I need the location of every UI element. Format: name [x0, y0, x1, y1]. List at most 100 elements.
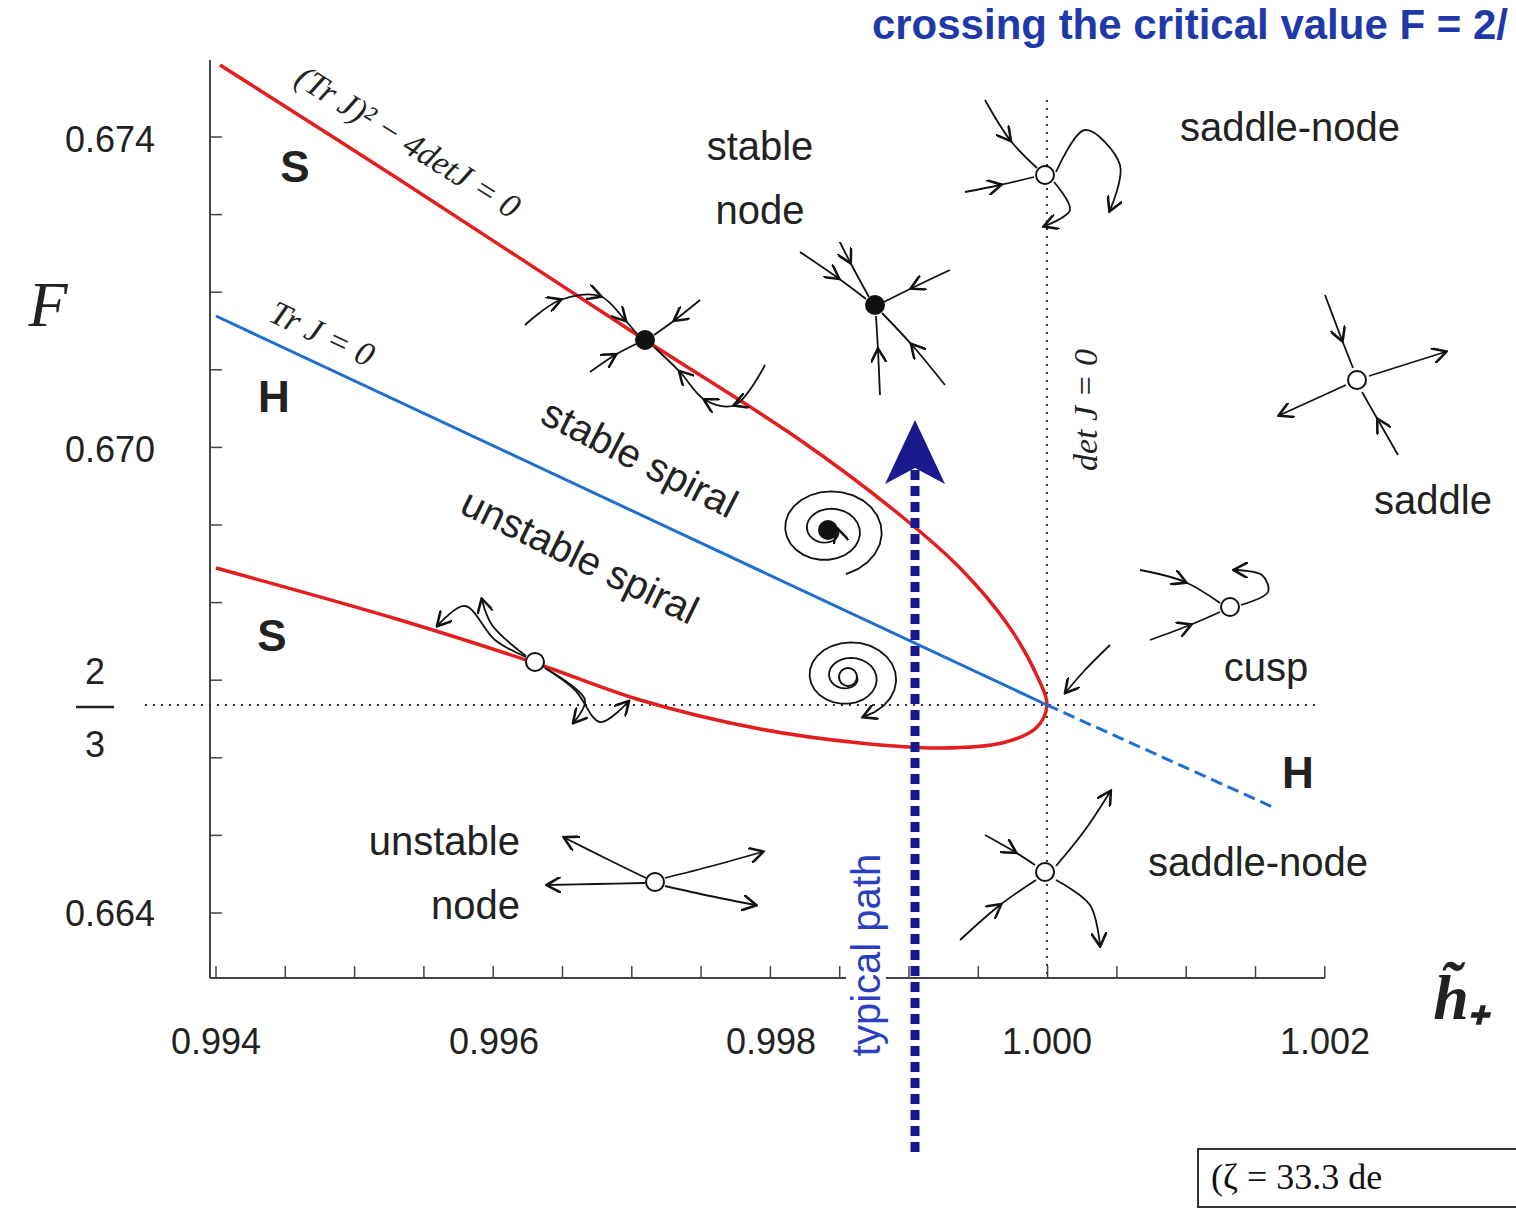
fixed-point	[1036, 166, 1054, 184]
x-axis	[210, 977, 1325, 979]
x-tick	[354, 966, 356, 978]
y-tick	[210, 524, 222, 526]
spiral-trajectory	[810, 642, 897, 716]
trajectory	[1325, 295, 1353, 368]
parameter-text: (ζ = 33.3 de	[1211, 1158, 1382, 1198]
y-tick	[210, 602, 222, 604]
trajectory	[482, 600, 526, 656]
x-tick	[1116, 966, 1118, 978]
trajectory	[545, 668, 628, 722]
fixed-point	[866, 296, 884, 314]
x-tick	[978, 966, 980, 978]
y-tick	[210, 447, 222, 449]
x-tick	[770, 966, 772, 978]
trajectory	[1369, 352, 1445, 376]
tick-label: 0.994	[171, 1024, 261, 1060]
axis-label: h̃₊	[1433, 966, 1491, 1030]
x-tick	[631, 966, 633, 978]
tick-label: 0.670	[65, 432, 155, 468]
trajectory	[800, 252, 866, 299]
trajectory	[654, 347, 765, 406]
curve-equation: det J = 0	[1069, 349, 1103, 471]
fixed-point	[526, 653, 544, 671]
x-tick	[423, 966, 425, 978]
region-label: saddle-node	[1148, 842, 1368, 882]
y-tick	[210, 214, 222, 216]
region-label: saddle	[1374, 480, 1492, 520]
tick-label: 0.998	[726, 1024, 816, 1060]
curve-equation: (Tr J)² − 4detJ = 0	[290, 59, 526, 224]
fixed-point	[819, 521, 837, 539]
region-label: unstable spiral	[455, 481, 704, 630]
tick-label: 2	[85, 654, 105, 690]
trajectory	[884, 270, 950, 302]
x-tick	[1255, 966, 1257, 978]
axes	[76, 60, 1325, 978]
y-tick	[210, 757, 222, 759]
critical-f-guide	[145, 704, 1320, 706]
region-label: cusp	[1224, 647, 1309, 687]
curve-equation: Tr J = 0	[265, 295, 380, 373]
y-tick	[210, 679, 222, 681]
x-tick	[285, 966, 287, 978]
trajectory	[1235, 570, 1269, 605]
discriminant-curve	[216, 65, 1047, 748]
trajectory	[525, 294, 637, 334]
fixed-point	[839, 668, 857, 686]
trajectory	[654, 300, 700, 335]
hopf-line-dashed	[1047, 705, 1275, 808]
fixed-point	[646, 873, 664, 891]
y-tick	[210, 136, 222, 138]
trajectory	[590, 344, 636, 372]
y-axis	[209, 60, 211, 978]
trajectory	[1056, 792, 1110, 866]
x-tick	[1185, 966, 1187, 978]
fraction-bar	[76, 706, 114, 709]
title: crossing the critical value F = 2/	[872, 2, 1508, 48]
det-zero-guide	[1046, 100, 1048, 978]
trajectory	[1362, 392, 1398, 455]
x-tick	[908, 966, 910, 978]
trajectory	[985, 100, 1037, 168]
y-tick	[210, 835, 222, 837]
trajectory	[665, 886, 755, 905]
x-tick	[1324, 966, 1326, 978]
trajectory	[965, 177, 1034, 192]
tick-label: 1.000	[1002, 1024, 1092, 1060]
trajectory	[548, 883, 645, 885]
curve-letter: H	[1282, 751, 1314, 795]
x-tick	[492, 966, 494, 978]
x-tick	[700, 966, 702, 978]
tick-label: 1.002	[1280, 1024, 1370, 1060]
phase-sketches	[438, 100, 1445, 945]
typical-path-line	[911, 470, 920, 1152]
trajectory	[438, 606, 526, 657]
hopf-line	[216, 316, 1047, 705]
region-label: saddle-node	[1180, 107, 1400, 147]
trajectory	[1140, 570, 1220, 603]
trajectory	[1280, 385, 1346, 415]
trajectory	[665, 852, 762, 878]
region-label: stable node	[660, 114, 860, 242]
trajectory	[565, 838, 646, 878]
tick-label: 0.664	[65, 896, 155, 932]
tick-label: 0.996	[449, 1024, 539, 1060]
spiral-trajectory	[785, 491, 881, 574]
trajectory	[1045, 182, 1070, 226]
trajectory	[545, 668, 585, 722]
x-tick	[839, 966, 841, 978]
fixed-point	[1036, 863, 1054, 881]
y-tick	[210, 291, 222, 293]
curve-letter: S	[257, 614, 286, 658]
path-label: typical path	[846, 854, 886, 1056]
tick-label: 0.674	[65, 122, 155, 158]
y-tick	[210, 369, 222, 371]
trajectory	[985, 835, 1035, 865]
trajectory	[882, 313, 945, 385]
trajectory	[1150, 612, 1220, 640]
parameter-box: (ζ = 33.3 de	[1197, 1148, 1516, 1208]
axis-label: F	[28, 273, 67, 337]
curve-letter: H	[258, 375, 290, 419]
x-tick	[562, 966, 564, 978]
